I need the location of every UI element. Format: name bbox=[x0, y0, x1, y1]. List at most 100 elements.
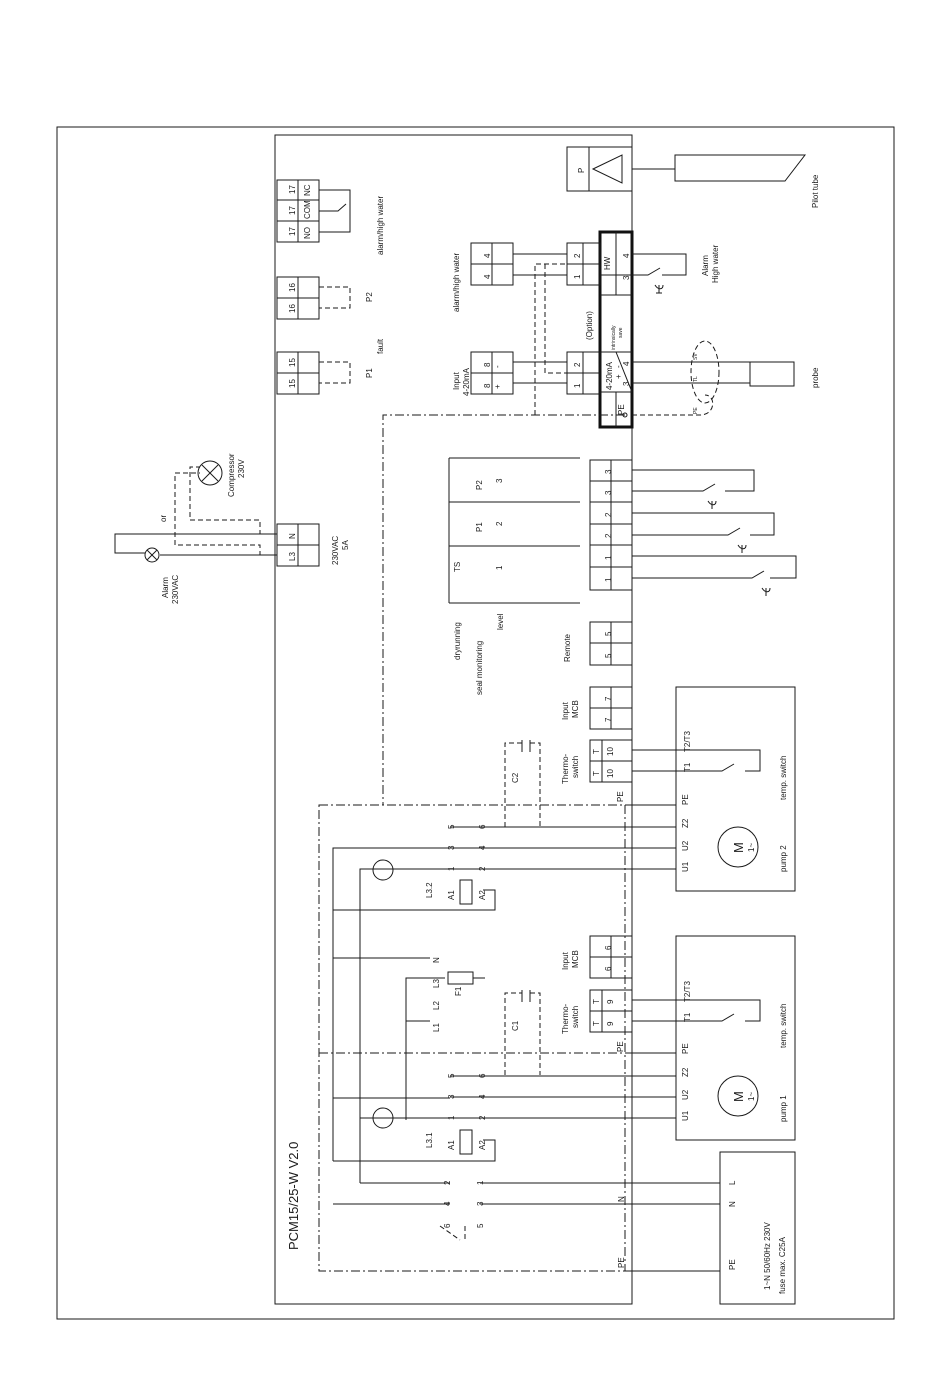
svg-text:COM: COM bbox=[303, 200, 312, 219]
svg-text:17: 17 bbox=[288, 185, 297, 194]
svg-text:1: 1 bbox=[604, 577, 613, 582]
svg-text:2: 2 bbox=[478, 1115, 487, 1120]
svg-text:L2: L2 bbox=[432, 1001, 441, 1010]
svg-text:L3: L3 bbox=[288, 552, 297, 561]
label-option: (Option) bbox=[585, 311, 594, 340]
svg-text:3: 3 bbox=[604, 469, 613, 474]
label-compressor: Compressor bbox=[227, 453, 236, 497]
svg-text:N: N bbox=[432, 957, 441, 963]
label-seal-monitoring: seal monitoring bbox=[475, 641, 484, 695]
pump-2-box bbox=[675, 686, 796, 892]
svg-text:2: 2 bbox=[604, 533, 613, 538]
svg-text:3: 3 bbox=[447, 845, 456, 850]
svg-text:U2: U2 bbox=[681, 840, 690, 851]
label-thermo-switch-1: Thermo- bbox=[561, 1003, 570, 1034]
label-t1-2: T1 bbox=[683, 762, 692, 772]
label-pilot-tube: Pilot tube bbox=[811, 174, 820, 208]
svg-text:5: 5 bbox=[447, 824, 456, 829]
alarm-lamp-icon bbox=[144, 547, 160, 563]
label-alarm-high-water-right: alarm/high water bbox=[376, 196, 385, 255]
svg-text:U1: U1 bbox=[681, 1110, 690, 1121]
main-switch: 2 4 6 1 3 5 bbox=[333, 1180, 720, 1241]
svg-text:PE: PE bbox=[616, 1041, 625, 1052]
svg-text:L3.1: L3.1 bbox=[425, 1132, 434, 1148]
label-intrinsically: intrinsically bbox=[611, 325, 617, 350]
svg-text:3: 3 bbox=[604, 490, 613, 495]
label-input-mcb-2-sub: MCB bbox=[571, 700, 580, 718]
svg-text:P2: P2 bbox=[475, 480, 484, 490]
label-fault: fault bbox=[376, 338, 385, 354]
label-dryrunning: dryrunning bbox=[453, 622, 462, 660]
terminal-block-17: 17 17 17 NC COM NO bbox=[276, 179, 351, 243]
terminal-block-16: 16 16 bbox=[276, 276, 351, 320]
svg-text:8: 8 bbox=[483, 362, 492, 367]
pe-connections bbox=[625, 804, 720, 1272]
svg-text:A1: A1 bbox=[447, 1140, 456, 1150]
label-alarm-230vac: Alarm bbox=[161, 577, 170, 598]
svg-text:HW: HW bbox=[603, 256, 612, 270]
terminal-block-remote: 5 5 bbox=[589, 621, 633, 666]
label-alarm-230vac-voltage: 230VAC bbox=[171, 575, 180, 604]
svg-text:4: 4 bbox=[483, 274, 492, 279]
svg-text:1: 1 bbox=[476, 1180, 485, 1185]
svg-text:4: 4 bbox=[483, 253, 492, 258]
svg-text:16: 16 bbox=[288, 283, 297, 292]
terminal-block-thermo-2: T T 10 10 PE bbox=[589, 739, 633, 802]
svg-text:+: + bbox=[614, 374, 623, 379]
label-or: or bbox=[159, 515, 168, 522]
capacitor-c2: C2 bbox=[504, 740, 541, 827]
svg-text:9: 9 bbox=[606, 1021, 615, 1026]
label-compressor-voltage: 230V bbox=[237, 459, 246, 478]
svg-text:6: 6 bbox=[443, 1223, 452, 1228]
svg-text:2: 2 bbox=[604, 512, 613, 517]
terminal-block-mcb-1: 6 6 bbox=[589, 935, 633, 979]
svg-text:PE: PE bbox=[681, 794, 690, 805]
label-input-mcb-1: Input bbox=[561, 951, 570, 970]
svg-text:7: 7 bbox=[604, 696, 613, 701]
svg-text:M: M bbox=[731, 842, 746, 853]
svg-text:SV: SV bbox=[693, 353, 699, 360]
label-supply-l: L bbox=[728, 1180, 737, 1185]
svg-text:2: 2 bbox=[443, 1180, 452, 1185]
svg-text:PE: PE bbox=[617, 404, 626, 415]
svg-text:6: 6 bbox=[604, 945, 613, 950]
label-alarm-high-water: Alarm bbox=[701, 255, 710, 276]
svg-text:3: 3 bbox=[447, 1094, 456, 1099]
svg-text:+: + bbox=[493, 384, 502, 389]
svg-text:4: 4 bbox=[478, 845, 487, 850]
svg-text:9: 9 bbox=[606, 999, 615, 1004]
probe-wiring: SV TL PE bbox=[622, 340, 795, 418]
svg-text:5: 5 bbox=[604, 653, 613, 658]
svg-text:PE: PE bbox=[616, 791, 625, 802]
svg-text:PE: PE bbox=[693, 407, 699, 414]
svg-text:1~: 1~ bbox=[747, 1092, 756, 1101]
svg-text:1: 1 bbox=[604, 555, 613, 560]
supply-box bbox=[719, 1151, 796, 1305]
label-pump-2: pump 2 bbox=[779, 845, 788, 872]
svg-text:NC: NC bbox=[303, 184, 312, 196]
svg-text:Z2: Z2 bbox=[681, 818, 690, 828]
contactor-1-wiring: L3.1 A1 A2 5 3 1 6 4 2 bbox=[333, 1073, 676, 1162]
svg-text:1: 1 bbox=[447, 866, 456, 871]
label-thermo-switch-2: Thermo- bbox=[561, 753, 570, 784]
pressure-sensor: P bbox=[566, 146, 675, 192]
svg-text:1: 1 bbox=[447, 1115, 456, 1120]
label-probe: probe bbox=[811, 367, 820, 388]
svg-text:-: - bbox=[493, 365, 502, 368]
svg-text:N: N bbox=[288, 533, 297, 539]
svg-text:2: 2 bbox=[573, 362, 582, 367]
svg-text:C1: C1 bbox=[511, 1020, 520, 1031]
drawing-frame bbox=[56, 126, 895, 1320]
label-pump-1: pump 1 bbox=[779, 1095, 788, 1122]
label-input-420-ma: 4-20mA bbox=[462, 367, 471, 396]
svg-text:M: M bbox=[731, 1091, 746, 1102]
svg-text:Z2: Z2 bbox=[681, 1067, 690, 1077]
terminal-block-mcb-2: 7 7 bbox=[589, 686, 633, 730]
svg-text:T: T bbox=[592, 999, 601, 1004]
capacitor-c1: C1 bbox=[504, 990, 541, 1075]
pilot-tube-icon bbox=[674, 154, 807, 182]
pump-1-thermo-wiring: PE Z2 U2 U1 bbox=[632, 999, 761, 1121]
svg-text:F1: F1 bbox=[454, 986, 463, 996]
label-t2t3-2: T2/T3 bbox=[683, 731, 692, 752]
svg-text:1: 1 bbox=[495, 565, 504, 570]
